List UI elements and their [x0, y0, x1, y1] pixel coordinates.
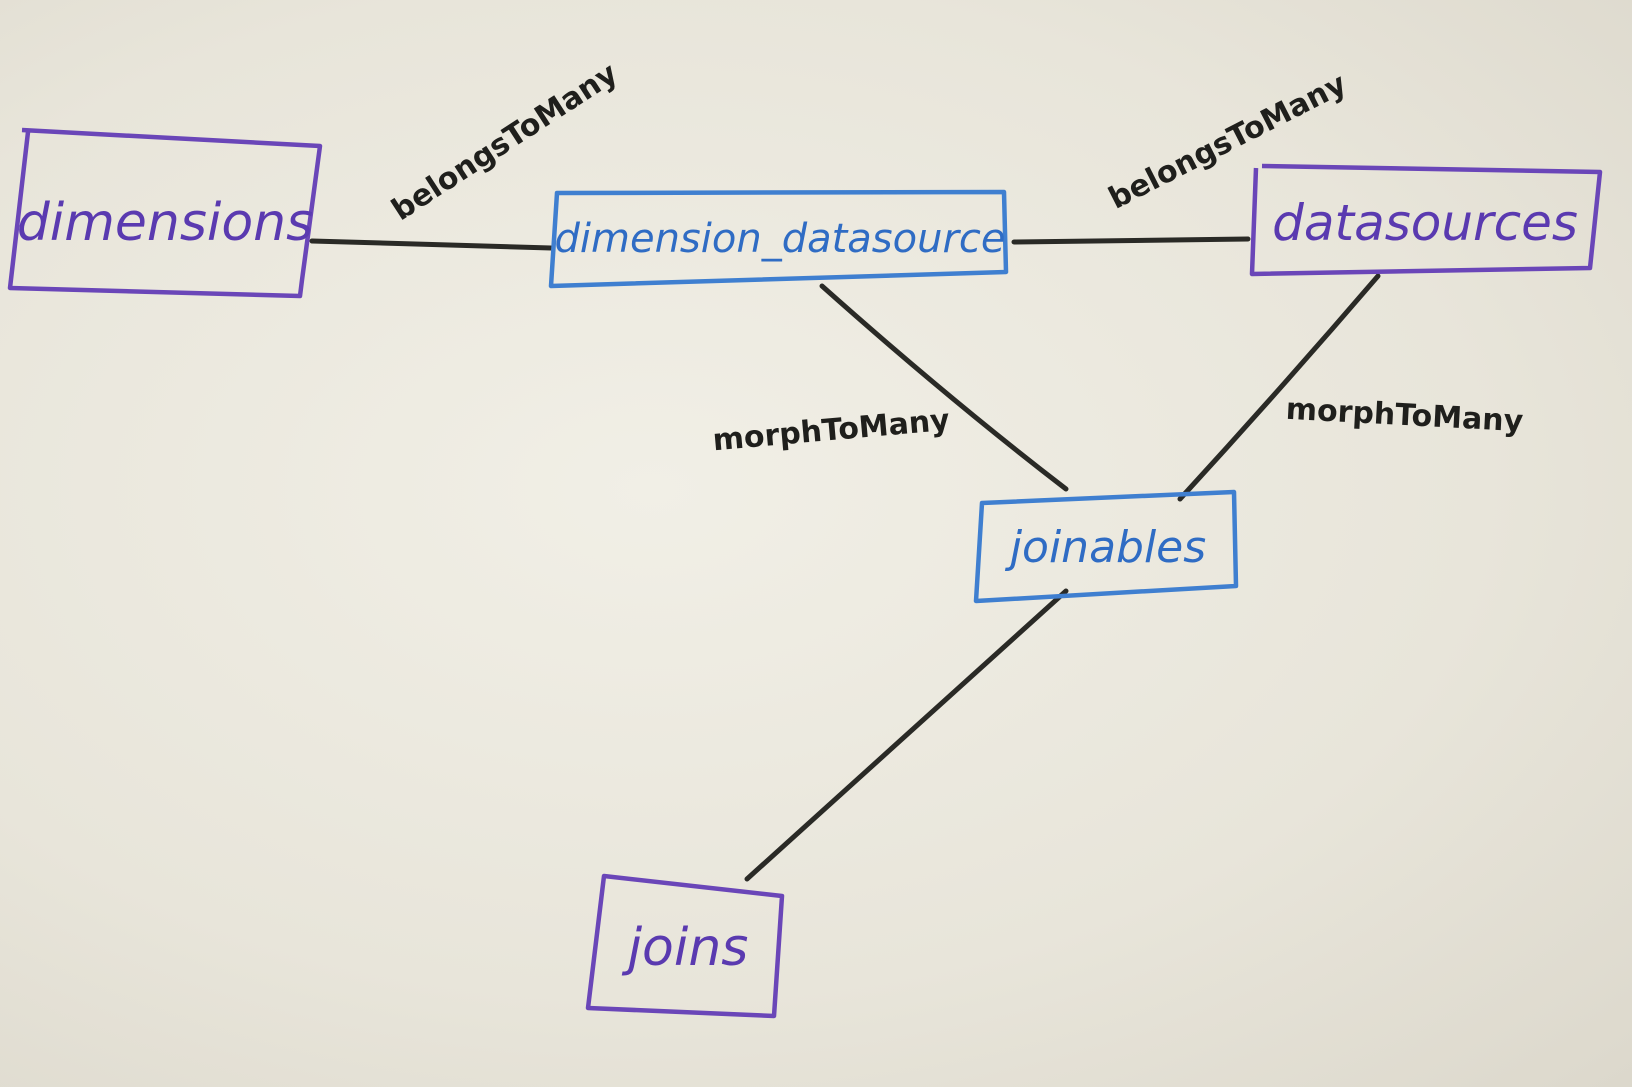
edge-pivot-datasources [1011, 236, 1251, 245]
node-label: dimension_datasource [554, 216, 1005, 262]
node-joins: joins [585, 873, 785, 1019]
edge-label-belongs-to-many: belongsToMany [386, 56, 625, 228]
node-label: joins [622, 918, 749, 978]
edge-label-morph-to-many: morphToMany [1285, 392, 1525, 439]
node-dimensions: dimensions [7, 127, 323, 299]
edge-joinables-joins [744, 588, 1069, 882]
node-label: dimensions [17, 193, 313, 253]
edge-dimensions-pivot [309, 238, 554, 251]
node-label: datasources [1272, 194, 1578, 252]
node-joinables: joinables [973, 489, 1239, 604]
edge-pivot-joinables [819, 283, 1069, 492]
node-label: joinables [1005, 522, 1206, 573]
edge-datasources-joinables [1177, 273, 1381, 502]
node-dimension-datasource: dimension_datasource [548, 189, 1009, 289]
edge-label-morph-to-many: morphToMany [711, 403, 951, 459]
node-datasources: datasources [1249, 163, 1603, 277]
